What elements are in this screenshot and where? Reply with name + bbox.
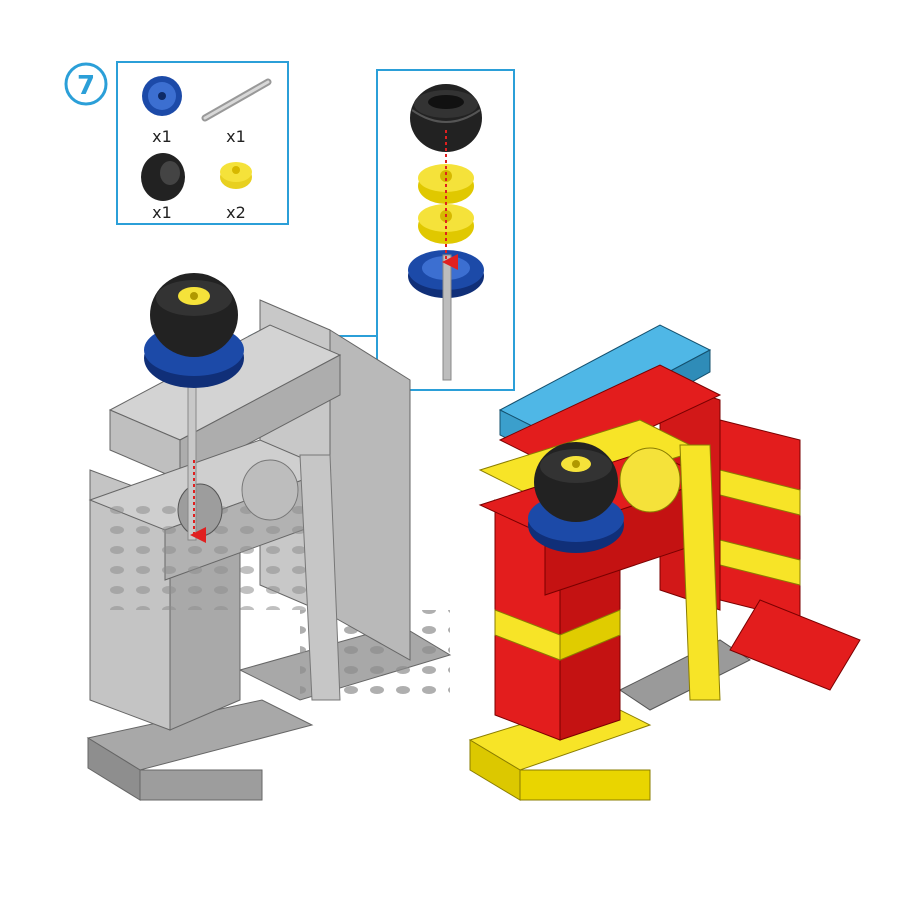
part-qty: x2	[226, 203, 246, 222]
part-qty: x1	[226, 127, 246, 146]
hub-icon	[220, 162, 252, 189]
step-badge: 7	[64, 62, 108, 106]
axle-icon	[201, 78, 272, 122]
colored-model	[468, 324, 861, 801]
part-qty: x1	[152, 127, 172, 146]
grey-model	[86, 273, 452, 801]
step-number: 7	[77, 71, 95, 101]
tire-icon	[150, 273, 238, 357]
axle-icon	[442, 254, 452, 381]
tire-icon	[410, 84, 482, 152]
tire-icon	[534, 442, 618, 522]
parts-list: x1 x1 x1 x2	[116, 61, 289, 225]
part-qty: x1	[152, 203, 172, 222]
exploded-view-callout	[376, 69, 515, 391]
blue-gear-icon	[142, 76, 182, 116]
tire-icon	[141, 153, 185, 201]
